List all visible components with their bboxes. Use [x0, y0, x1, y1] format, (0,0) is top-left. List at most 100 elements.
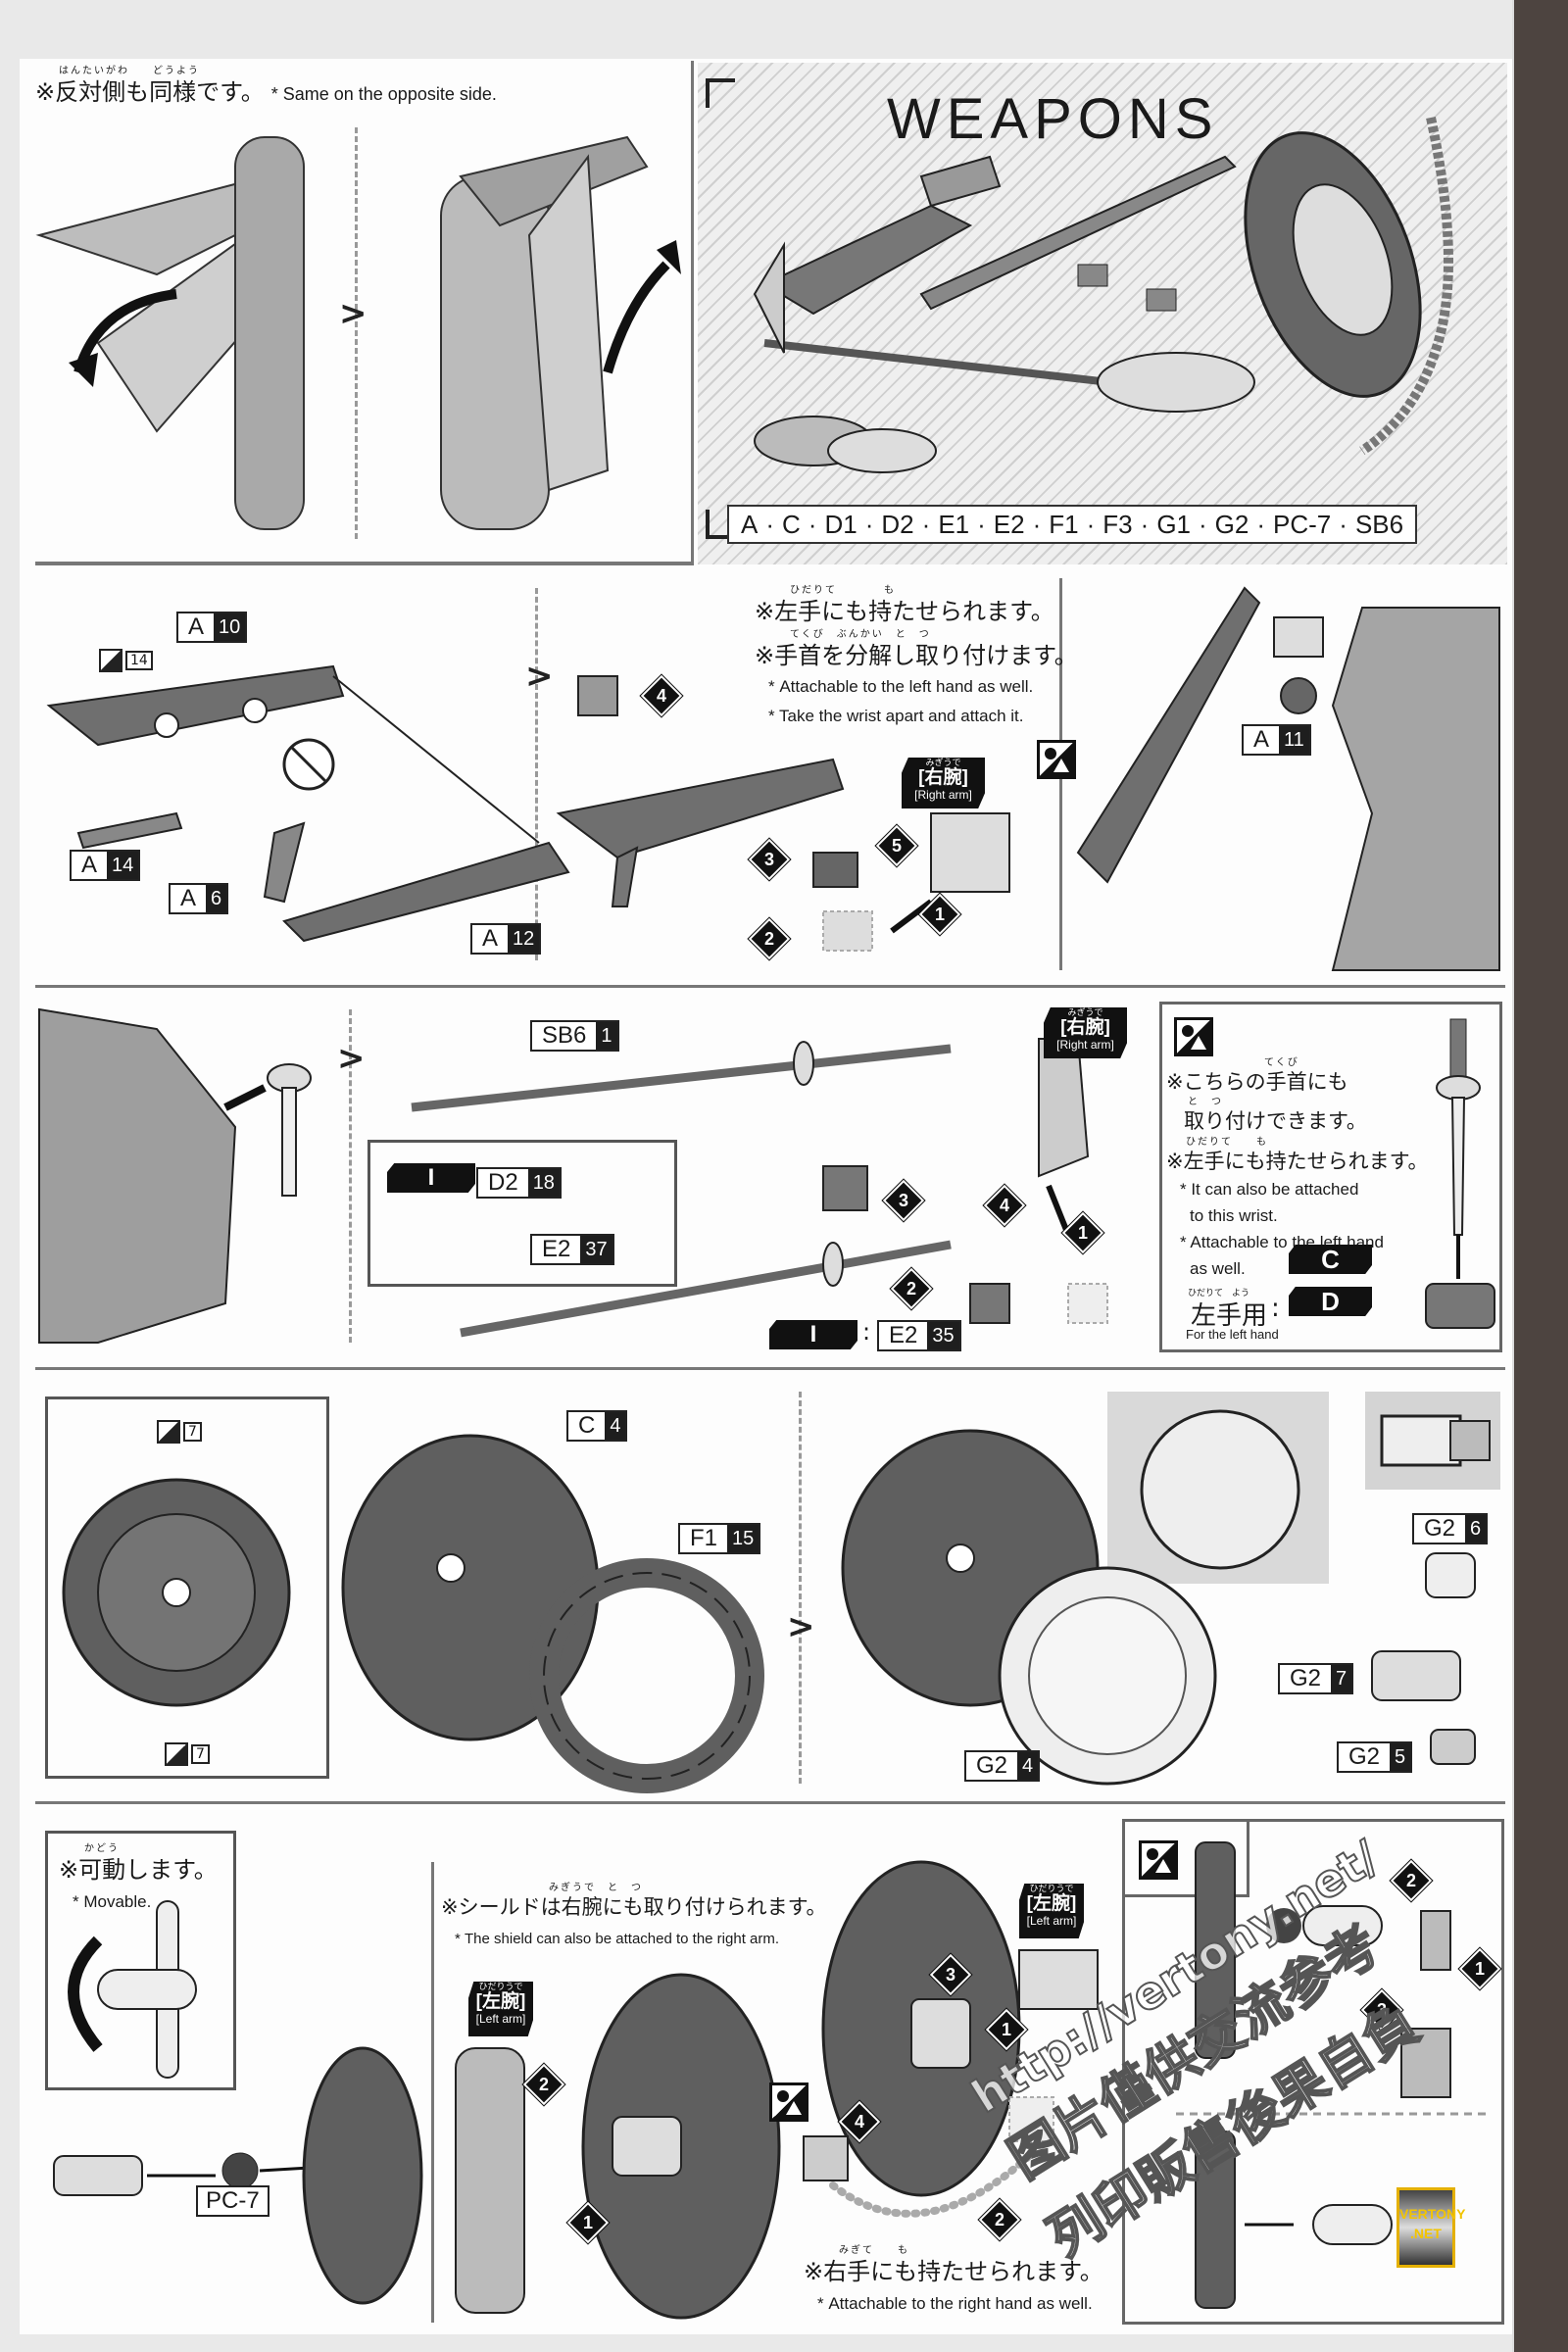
part-code: E1 [938, 509, 970, 539]
rifle-hand-illustration [556, 675, 1010, 952]
right-hand-note: みぎて も※右手にも持たせられます。 * Attachable to the r… [804, 2245, 1103, 2313]
alternate-option-icon [769, 2082, 808, 2122]
divider [35, 1801, 1505, 1804]
rotate-arrow-icon [74, 289, 177, 374]
divider [535, 588, 538, 960]
alternate-option-icon [1174, 1017, 1213, 1056]
weapons-title: WEAPONS [887, 87, 1219, 151]
divider [35, 1367, 1505, 1370]
colon: : [862, 1318, 871, 1346]
robot-holding-rifle-illustration [1076, 586, 1500, 971]
sword-assembly-illustration [411, 1038, 1108, 1338]
part-code: G1 [1156, 509, 1191, 539]
handle-detail-illustration [1380, 1414, 1491, 1467]
shield-frame-assembly-illustration [341, 1434, 764, 1793]
part-code: A [741, 509, 759, 539]
colon: : [1271, 1294, 1280, 1323]
shield-attach-arm-illustration [455, 1973, 781, 2320]
sticker-icon [99, 649, 122, 672]
next-chevron-icon: > [787, 1607, 815, 1646]
divider [355, 127, 358, 539]
left-hand-label: 左手用 [1191, 1301, 1268, 1331]
part-detail-box [368, 1140, 677, 1287]
hand-c-label: C [1289, 1245, 1372, 1274]
divider [799, 1392, 802, 1784]
left-hand-en: For the left hand [1186, 1327, 1279, 1342]
divider [431, 1862, 434, 2323]
alternate-option-icon [1139, 1840, 1178, 1880]
next-chevron-icon: > [525, 657, 554, 696]
shield-right-hand-illustration [803, 1860, 1099, 2218]
divider [35, 563, 694, 565]
runner-label-i: I [769, 1320, 858, 1349]
part-code: E2 [993, 509, 1025, 539]
left-arm-label: ひだりうで[左腕][Left arm] [1019, 1884, 1084, 1938]
rotate-arrow-icon [68, 1936, 103, 2052]
hand-d-label: D [1289, 1287, 1372, 1316]
weapons-illustration [753, 116, 1453, 473]
sticker-icon [157, 1420, 180, 1444]
part-code: SB6 [1354, 509, 1404, 539]
sticker-ref: 7 [165, 1742, 210, 1766]
icon-tab [1122, 1819, 1250, 1897]
robot-wing-illustration [35, 135, 681, 530]
part-code: C [782, 509, 801, 539]
part-code: F3 [1102, 509, 1133, 539]
shield-detail-box [45, 1396, 329, 1779]
part-code: PC-7 [1273, 509, 1332, 539]
part-tag-pc7: PC-7 [196, 2185, 270, 2217]
shield-back-illustration [62, 1478, 291, 1707]
handle-to-shield-illustration [53, 2046, 423, 2305]
sticker-ref: 14 [99, 649, 153, 672]
alternate-mount-box [1122, 1819, 1504, 2325]
sticker-icon [165, 1742, 188, 1766]
next-chevron-icon: > [339, 294, 368, 333]
handle-assembly-illustration [1371, 1552, 1476, 1765]
divider [349, 1009, 352, 1343]
alternate-option-icon [1037, 740, 1076, 779]
ruby-text: ひだりて よう [1188, 1289, 1250, 1298]
corner-bracket [706, 78, 735, 108]
rifle-assembly-illustration [46, 664, 570, 943]
right-arm-label: みぎうで[右腕][Right arm] [902, 758, 985, 808]
part-code: G2 [1214, 509, 1250, 539]
scan-background [1514, 0, 1568, 2352]
weapons-parts-list: A· C· D1· D2· E1· E2· F1· F3· G1· G2· PC… [727, 505, 1418, 544]
right-arm-label: みぎうで[右腕][Right arm] [1044, 1007, 1127, 1058]
part-code: D1 [824, 509, 858, 539]
shield-cover-detail-illustration [1140, 1409, 1300, 1570]
opposite-side-note: はんたいがわ どうよう ※反対側も同様です。 * Same on the opp… [35, 66, 497, 106]
alternate-mount-illustration [1176, 1841, 1490, 2309]
next-chevron-icon: > [337, 1039, 366, 1078]
left-hand-note: ひだりて も※左手にも持たせられます。 てくび ぶんかい と つ※手首を分解し取… [755, 585, 1078, 726]
movable-joint-illustration [68, 1900, 197, 2079]
runner-label-i: I [387, 1163, 475, 1193]
corner-bracket [706, 510, 735, 539]
movable-note: かどう※可動します。 * Movable. [59, 1843, 218, 1911]
rotate-arrow-icon [603, 261, 670, 374]
shield-cover-assembly-illustration [841, 1429, 1217, 1786]
movable-box [45, 1831, 236, 2090]
sticker-ref: 7 [157, 1420, 202, 1444]
left-arm-label: ひだりうで[左腕][Left arm] [468, 1982, 533, 2036]
alternate-wrist-box [1159, 1002, 1502, 1352]
wrist-sword-illustration [1425, 1018, 1495, 1329]
divider [35, 985, 1505, 988]
part-code: F1 [1049, 509, 1079, 539]
robot-arm-illustration [38, 1007, 312, 1344]
